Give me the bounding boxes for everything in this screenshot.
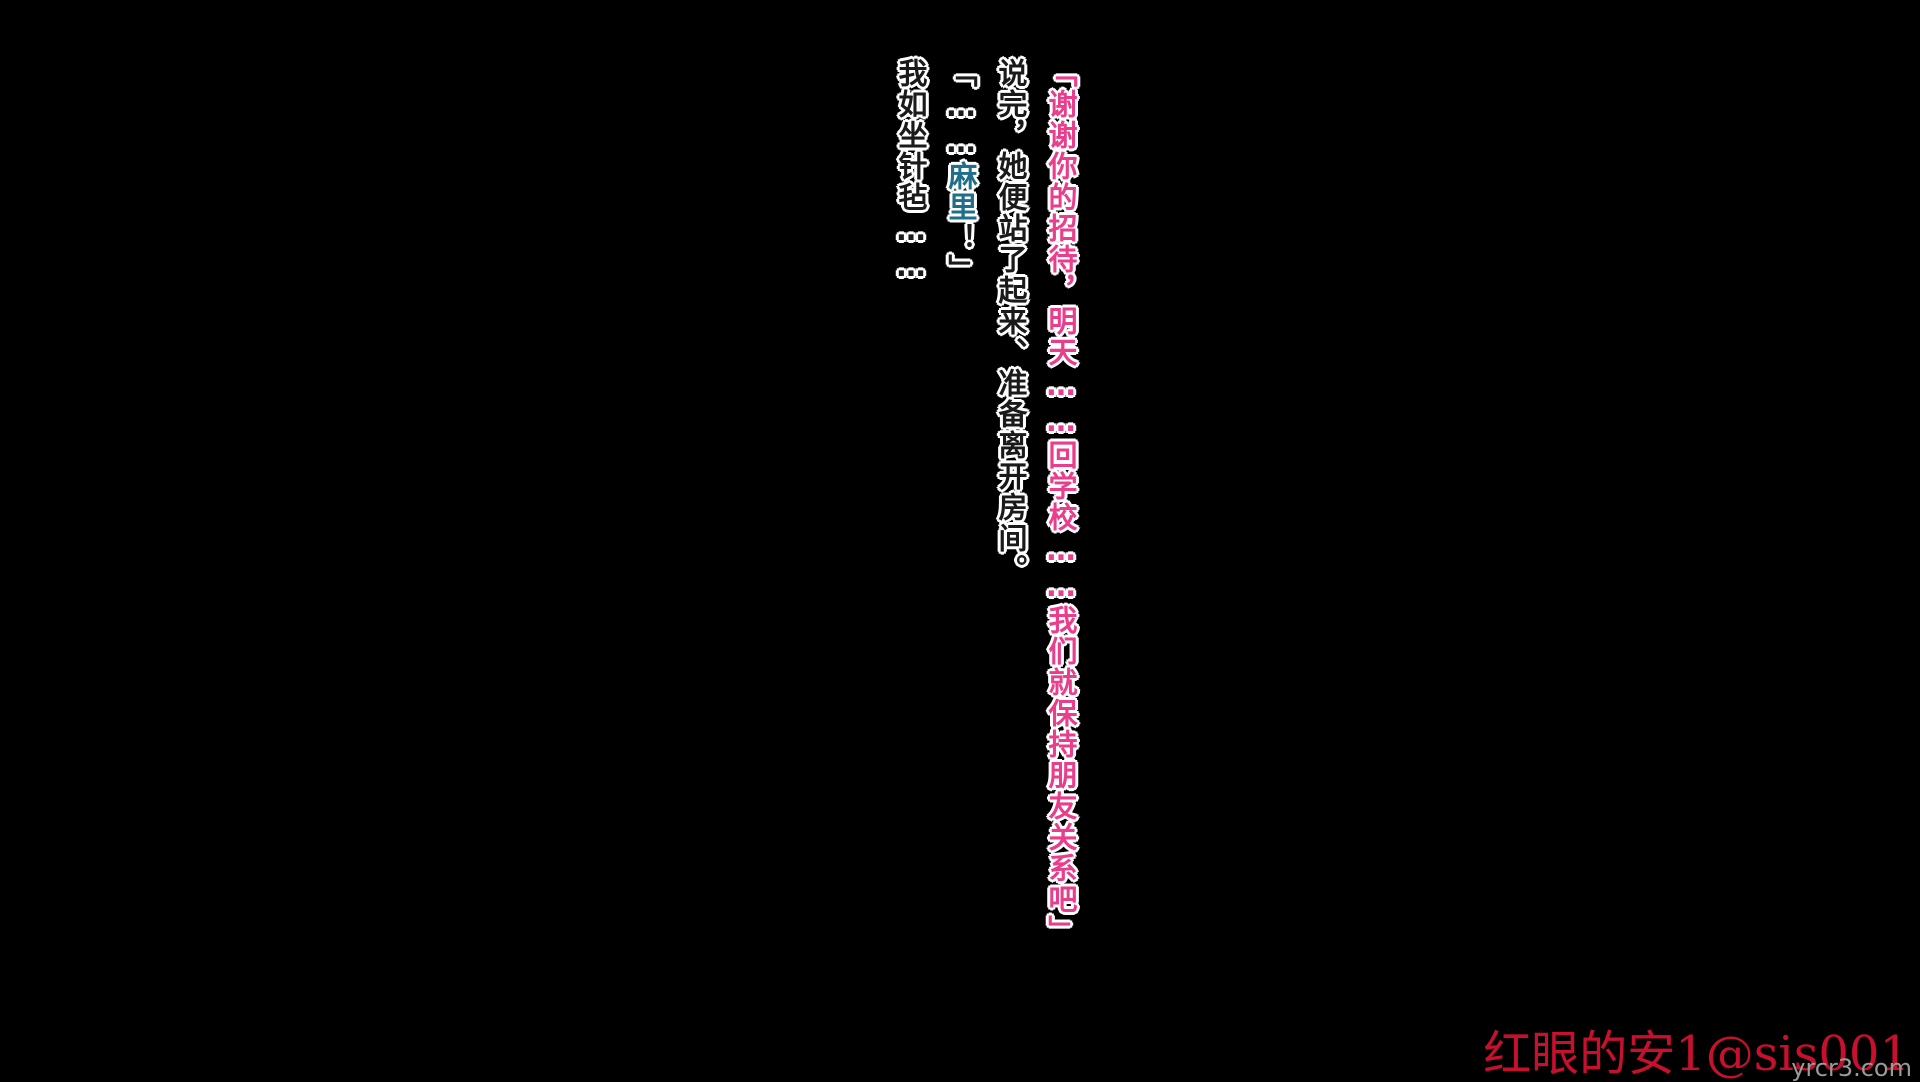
watermark-site: yrcr3.com	[1791, 1054, 1912, 1082]
dialogue-line-call: 「……麻里！」	[936, 58, 986, 998]
call-suffix: ！」	[944, 223, 978, 285]
dialogue-line-narration: 说完，她便站了起来、准备离开房间。	[994, 58, 1028, 585]
dialogue-text-block: 「谢谢你的招待，明天……回学校……我们就保持朋友关系吧」 说完，她便站了起来、准…	[886, 58, 1086, 998]
character-name: 麻里	[944, 161, 978, 223]
dialogue-line-speech: 「谢谢你的招待，明天……回学校……我们就保持朋友关系吧」	[1044, 58, 1078, 946]
dialogue-line-thought: 我如坐针毡……	[894, 58, 928, 285]
call-prefix: 「……	[944, 58, 978, 161]
watermark-text: 红眼的安1@sis001	[1483, 1026, 1910, 1082]
